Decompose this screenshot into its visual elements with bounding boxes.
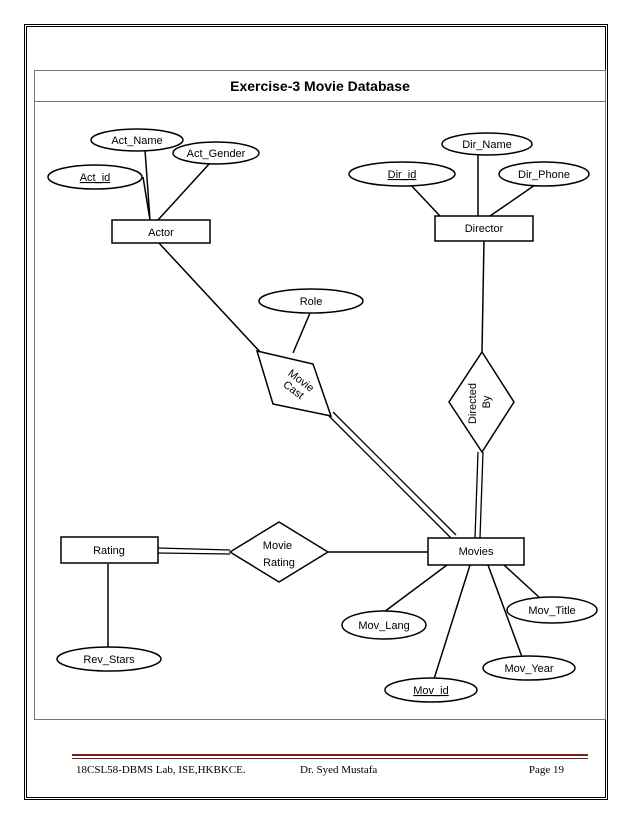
footer-author: Dr. Syed Mustafa [300,764,378,776]
attribute-dir-phone-label: Dir_Phone [518,169,570,181]
connectors [107,149,541,680]
attribute-role-label: Role [300,296,323,308]
connector-director-directedby [481,239,485,353]
attribute-mov-year-label: Mov_Year [504,663,553,675]
double-connectors [157,411,484,555]
attribute-act-name-label: Act_Name [111,135,162,147]
connector-dir-phone [489,184,536,217]
footer-rule [72,754,588,756]
attribute-dir-id: Dir_id [348,161,456,187]
footer-rule-thin [72,758,588,759]
footer-course: 18CSL58-DBMS Lab, ISE,HKBKCE. [76,764,246,776]
connector-mov-id [433,564,471,680]
connector-mov-title [503,564,541,599]
connector-act-gender [157,162,211,221]
footer-page-number: Page 19 [528,764,564,776]
attribute-act-id: Act_id [47,164,143,190]
entity-rating-label: Rating [93,545,125,557]
entity-director-label: Director [465,223,504,235]
entity-movies-label: Movies [459,546,494,558]
attribute-rev-stars: Rev_Stars [56,646,162,672]
connector-role [292,312,311,354]
connector-mov-lang [383,564,448,613]
double-rating-movierating-a [157,547,231,551]
attribute-mov-id: Mov_id [384,677,478,703]
entity-actor: Actor [111,219,211,244]
attribute-mov-title: Mov_Title [506,596,598,624]
connector-act-name [144,149,151,221]
attribute-dir-name: Dir_Name [441,132,533,156]
attribute-act-name: Act_Name [90,128,184,152]
attribute-dir-name-label: Dir_Name [462,139,512,151]
double-rating-movierating-b [157,552,231,555]
entity-rating: Rating [60,536,159,564]
double-directedby-movies-b [479,451,484,539]
attribute-act-id-label: Act_id [80,172,111,184]
page-title: Exercise-3 Movie Database [34,70,606,102]
attribute-mov-lang: Mov_Lang [341,610,427,640]
double-moviecast-movies-a [328,415,453,540]
connector-act-id [142,176,151,221]
attribute-dir-phone: Dir_Phone [498,161,590,187]
attribute-dir-id-label: Dir_id [388,169,417,181]
attribute-mov-id-label: Mov_id [413,685,448,697]
entity-actor-label: Actor [148,227,174,239]
page-border [24,24,608,800]
connector-dir-id [407,181,441,217]
relationship-movie-rating-label: Movie Rating [263,540,295,569]
relationship-directed-by: Directed By [448,350,515,454]
entity-director: Director [434,215,534,242]
relationship-directed-by-label: Directed By [467,380,493,424]
relationship-movie-rating: Movie Rating [228,521,330,583]
attribute-mov-lang-label: Mov_Lang [358,620,409,632]
attribute-mov-year: Mov_Year [482,655,576,681]
attribute-act-gender: Act_Gender [172,141,260,165]
attribute-act-gender-label: Act_Gender [187,148,246,160]
attribute-role: Role [258,288,364,314]
attribute-rev-stars-label: Rev_Stars [83,654,135,666]
relationship-movie-cast: Movie Cast [255,349,333,418]
entity-movies: Movies [427,537,525,566]
attribute-mov-title-label: Mov_Title [528,605,575,617]
connector-actor-moviecast [157,241,263,355]
connector-mov-year [487,564,523,658]
diagram-frame [34,70,606,720]
double-directedby-movies-a [474,451,479,539]
double-moviecast-movies-b [332,411,457,536]
